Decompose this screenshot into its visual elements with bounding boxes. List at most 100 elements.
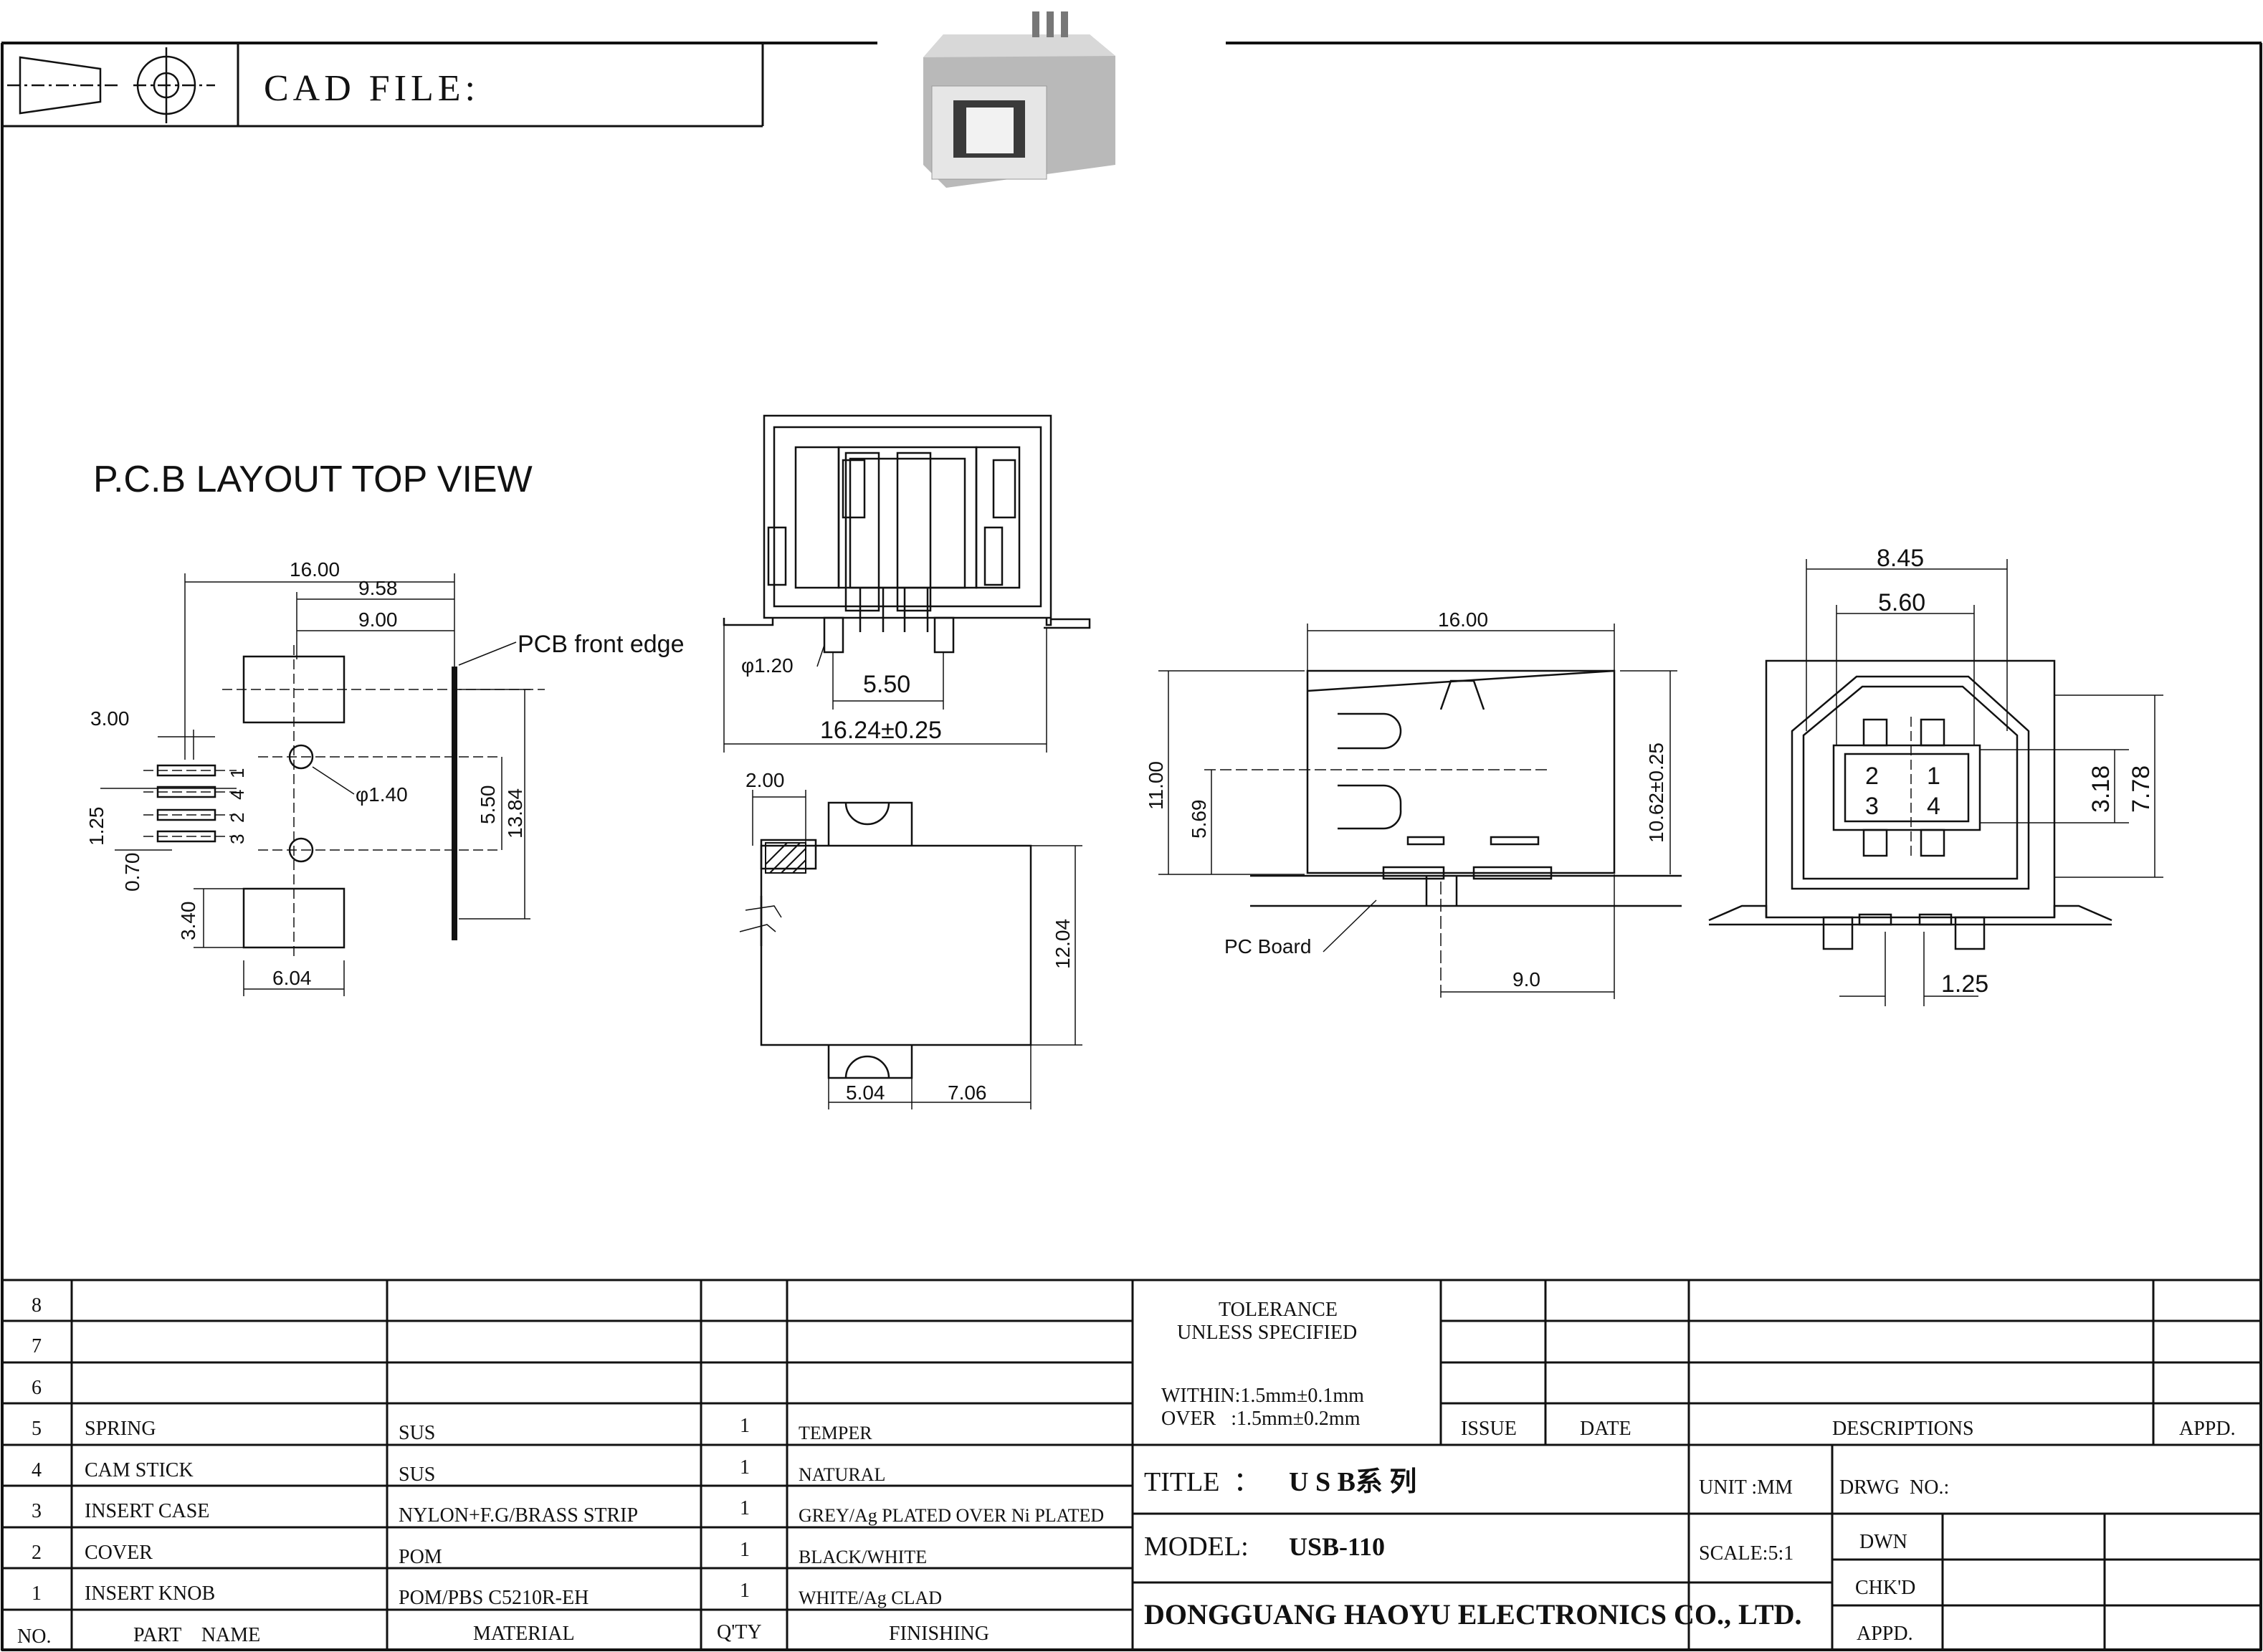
bom-row-finishing: TEMPER	[799, 1423, 872, 1443]
issue-column-header: ISSUE	[1461, 1418, 1517, 1440]
dim-16-00: 16.00	[290, 558, 340, 581]
bom-row-finishing: WHITE/Ag CLAD	[799, 1587, 942, 1608]
pin-diameter-label: φ1.20	[741, 654, 794, 677]
dim-width-16-24: 16.24±0.25	[820, 717, 942, 744]
dim-2-00: 2.00	[745, 769, 785, 791]
bom-header-part: PART NAME	[133, 1624, 260, 1646]
appd-column-header: APPD.	[2179, 1418, 2236, 1440]
bom-row-part: INSERT KNOB	[85, 1582, 215, 1605]
hole-diameter-label: φ1.40	[356, 783, 408, 806]
cad-file-block: CAD FILE:	[2, 43, 764, 128]
dim-16-00: 16.00	[1438, 608, 1488, 631]
dim-5-50: 5.50	[477, 786, 499, 825]
bom-row-qty: 1	[740, 1415, 750, 1437]
dim-3-40: 3.40	[177, 902, 199, 941]
pin-label: 2	[1865, 763, 1879, 790]
bom-row-no: 4	[32, 1459, 42, 1481]
dim-5-04: 5.04	[846, 1082, 885, 1104]
tolerance-label: UNLESS SPECIFIED	[1177, 1322, 1357, 1344]
bom-row-no: 1	[32, 1582, 42, 1605]
dim-9-00: 9.00	[358, 608, 398, 631]
title-block: TOLERANCE UNLESS SPECIFIED WITHIN:1.5mm±…	[1133, 1280, 2261, 1650]
front-view: φ1.20 5.50 16.24±0.25	[723, 414, 1091, 753]
bom-row-qty: 1	[740, 1456, 750, 1479]
bom-row-qty: 1	[740, 1580, 750, 1602]
date-column-header: DATE	[1580, 1418, 1631, 1440]
bom-row-no: 3	[32, 1500, 42, 1522]
bom-header-material: MATERIAL	[473, 1623, 575, 1645]
bom-table: 8 7 6 5 SPRING SUS 1 TEMPER 4 CAM STICK …	[2, 1279, 2261, 1650]
top-view: 2.00 12.04 5.04 7.06	[739, 769, 1082, 1109]
bom-row-part: CAM STICK	[85, 1459, 194, 1481]
bom-header-finishing: FINISHING	[889, 1623, 989, 1645]
bom-row-material: SUS	[399, 1464, 435, 1486]
dim-10-62: 10.62±0.25	[1645, 743, 1667, 843]
dim-8-45: 8.45	[1877, 545, 1924, 572]
bom-row-material: POM	[399, 1546, 442, 1568]
dim-9-0: 9.0	[1512, 968, 1540, 990]
drawn-by-label: DWN	[1859, 1531, 1907, 1553]
dim-0-70: 0.70	[121, 853, 143, 892]
pin-label: 4	[227, 790, 248, 800]
dim-13-84: 13.84	[504, 788, 526, 839]
dim-3-00: 3.00	[90, 707, 130, 730]
company-name: DONGGUANG HAOYU ELECTRONICS CO., LTD.	[1144, 1598, 1802, 1630]
dim-5-60: 5.60	[1878, 589, 1925, 616]
tolerance-over: OVER :1.5mm±0.2mm	[1161, 1408, 1361, 1430]
title-label: TITLE ：	[1144, 1467, 1261, 1497]
checked-by-label: CHK'D	[1855, 1577, 1915, 1599]
side-view: 16.00 11.00 5.69 10.62±0.25 9.0 PC Board	[1145, 608, 1682, 999]
cad-file-label: CAD FILE:	[264, 68, 480, 109]
bom-row-finishing: GREY/Ag PLATED OVER Ni PLATED	[799, 1505, 1104, 1526]
approved-by-label: APPD.	[1857, 1623, 1913, 1645]
bom-row-qty: 1	[740, 1539, 750, 1561]
dim-11-00: 11.00	[1145, 761, 1167, 810]
tolerance-label: TOLERANCE	[1219, 1299, 1338, 1321]
bom-row-material: NYLON+F.G/BRASS STRIP	[399, 1504, 638, 1527]
title-value: U S B系 列	[1289, 1467, 1416, 1497]
bom-row-part: INSERT CASE	[85, 1500, 209, 1522]
dim-6-04: 6.04	[272, 967, 312, 989]
connector-photo	[923, 11, 1115, 188]
tolerance-within: WITHIN:1.5mm±0.1mm	[1161, 1385, 1364, 1407]
pc-board-label: PC Board	[1224, 935, 1311, 958]
pin-label: 3	[1865, 793, 1879, 820]
bom-header-no: NO.	[17, 1625, 51, 1648]
bom-row-no: 6	[32, 1377, 42, 1399]
bom-row-finishing: BLACK/WHITE	[799, 1547, 927, 1567]
pcb-front-edge-label: PCB front edge	[518, 631, 684, 658]
bom-row-material: SUS	[399, 1422, 435, 1444]
pcb-layout-view: P.C.B LAYOUT TOP VIEW	[85, 459, 684, 996]
dim-pitch-5-50: 5.50	[863, 671, 910, 698]
descriptions-column-header: DESCRIPTIONS	[1832, 1418, 1974, 1440]
drawing-number-label: DRWG NO.:	[1839, 1476, 1949, 1499]
dim-12-04: 12.04	[1052, 919, 1074, 969]
dim-1-25: 1.25	[1941, 970, 1988, 998]
bom-row-part: SPRING	[85, 1418, 156, 1440]
bom-row-finishing: NATURAL	[799, 1464, 885, 1485]
dim-3-18: 3.18	[2087, 765, 2115, 813]
bom-row-no: 5	[32, 1418, 42, 1440]
bom-row-part: COVER	[85, 1542, 153, 1564]
bom-row-no: 2	[32, 1542, 42, 1564]
unit-label: UNIT :MM	[1699, 1476, 1793, 1499]
dim-1-25: 1.25	[85, 807, 108, 846]
hatched-section	[765, 842, 806, 874]
projection-symbol-icon	[7, 47, 215, 123]
dim-9-58: 9.58	[358, 577, 398, 599]
model-label: MODEL:	[1144, 1532, 1249, 1562]
pin-label: 4	[1927, 793, 1940, 820]
pin-label: 2	[227, 813, 248, 823]
model-value: USB-110	[1289, 1532, 1385, 1561]
bom-header-qty: Q'TY	[717, 1621, 762, 1643]
dim-7-06: 7.06	[948, 1082, 987, 1104]
pin-label: 1	[227, 768, 248, 778]
dim-7-78: 7.78	[2128, 765, 2155, 813]
pin-label: 3	[227, 834, 248, 844]
scale-label: SCALE:5:1	[1699, 1542, 1793, 1565]
dim-5-69: 5.69	[1188, 800, 1210, 839]
bom-row-material: POM/PBS C5210R-EH	[399, 1587, 589, 1609]
pin-label: 1	[1927, 763, 1940, 790]
bom-row-no: 7	[32, 1335, 42, 1357]
